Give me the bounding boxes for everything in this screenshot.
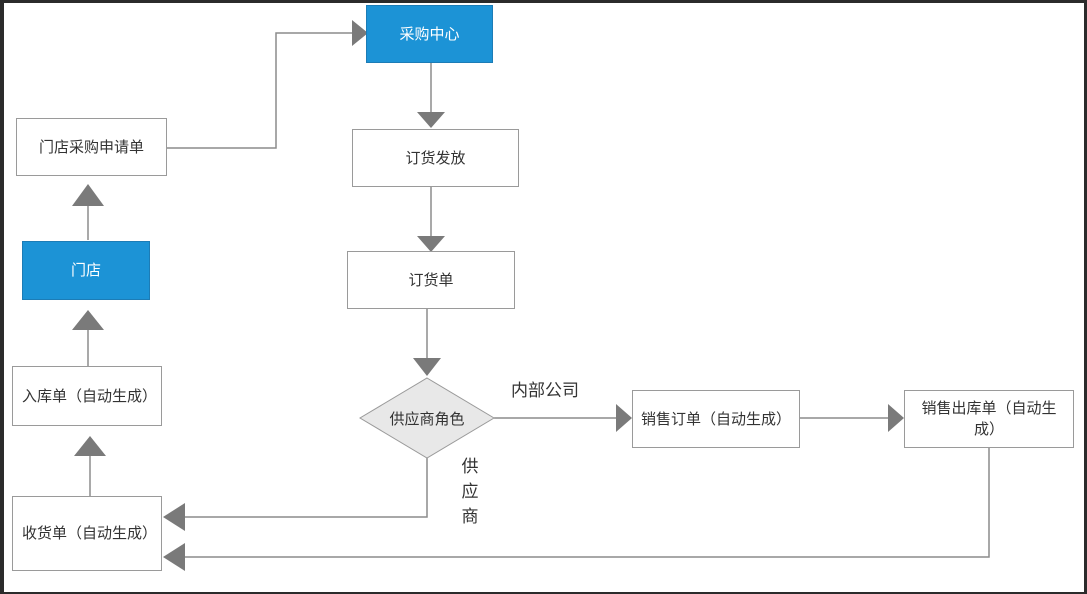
sales-order-label: 销售订单（自动生成）	[641, 409, 792, 428]
sales-order-node: 销售订单（自动生成）	[632, 390, 800, 448]
arrowhead-into-sales-out	[888, 404, 904, 432]
store-label: 门店	[70, 261, 101, 279]
store-request-node: 门店采购申请单	[16, 118, 167, 176]
order-form-label: 订货单	[408, 270, 454, 289]
receipt-in-node: 入库单（自动生成）	[12, 366, 162, 426]
order-form-node: 订货单	[347, 251, 515, 309]
arrowhead-into-request	[72, 184, 104, 206]
diagram-background	[4, 3, 1084, 592]
order-release-label: 订货发放	[405, 148, 466, 167]
store-node: 门店	[22, 241, 150, 300]
arrowhead-into-release	[417, 112, 445, 128]
sales-out-node: 销售出库单（自动生成）	[904, 390, 1074, 448]
receipt-in-label: 入库单（自动生成）	[22, 386, 158, 405]
purchase-center-node: 采购中心	[366, 5, 493, 63]
arrowhead-into-role	[413, 358, 441, 376]
edge-label-supplier: 供应商	[461, 457, 479, 527]
arrowhead-into-receipt-in	[74, 436, 106, 456]
arrowhead-into-receipt-lower	[163, 543, 185, 571]
arrowhead-into-store	[72, 310, 104, 330]
edge-request-to-center	[167, 32, 352, 149]
arrowhead-into-center	[352, 20, 368, 46]
receipt-goods-label: 收货单（自动生成）	[22, 524, 158, 542]
arrowhead-into-order	[417, 236, 445, 252]
edge-role-to-receipt	[185, 458, 428, 518]
arrowhead-into-sales-order	[616, 404, 632, 432]
arrowhead-into-receipt-upper	[163, 503, 185, 531]
store-request-label: 门店采购申请单	[38, 137, 144, 156]
purchase-center-label: 采购中心	[399, 24, 460, 43]
edge-out-to-receipt	[185, 448, 990, 558]
supplier-role-diamond	[359, 377, 495, 459]
edge-label-internal-company: 内部公司	[511, 381, 579, 401]
supplier-role-label: 供应商角色	[389, 409, 465, 428]
order-release-node: 订货发放	[352, 129, 519, 187]
supplier-role-text-wrap: 供应商角色	[362, 398, 492, 438]
sales-out-label: 销售出库单（自动生成）	[921, 399, 1057, 438]
receipt-goods-node: 收货单（自动生成）	[12, 496, 162, 571]
